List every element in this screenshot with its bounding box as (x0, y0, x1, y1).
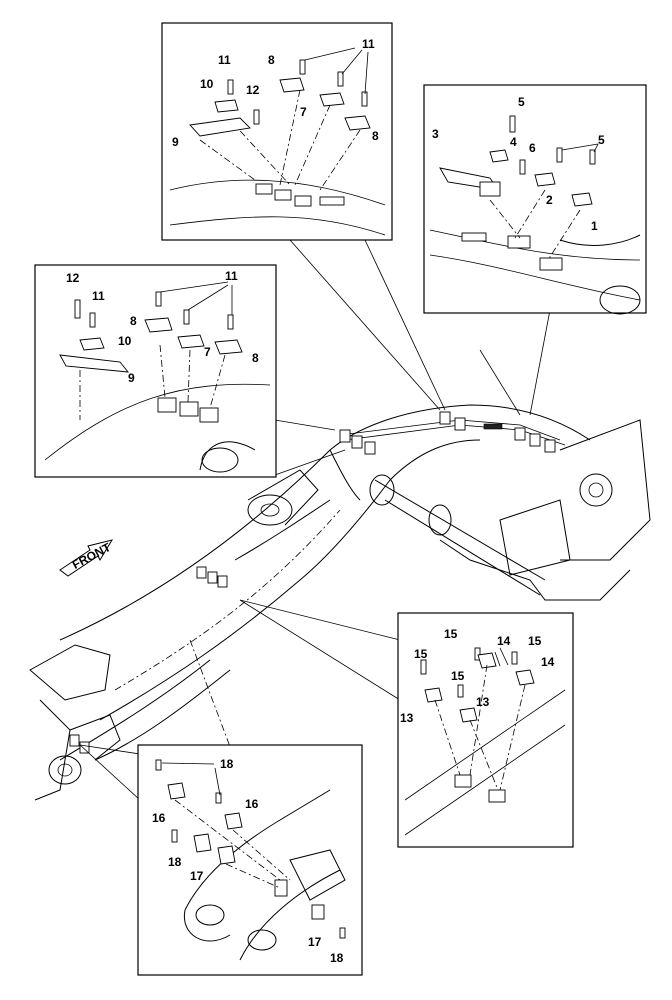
callout-top-8a: 8 (268, 53, 275, 67)
callout-mid-14b: 14 (541, 655, 555, 669)
callout-left-11b: 11 (225, 269, 238, 283)
callout-left-12: 12 (66, 271, 80, 285)
callout-top-8b: 8 (372, 129, 379, 143)
callout-top-10: 10 (200, 77, 214, 91)
detail-box-left: 12 11 11 8 10 7 9 8 (34, 264, 277, 478)
callout-mid-13b: 13 (400, 711, 414, 725)
callout-right-2: 2 (546, 193, 553, 207)
callout-right-3: 3 (432, 127, 439, 141)
callout-left-8a: 8 (130, 314, 137, 328)
callout-mid-15c: 15 (414, 647, 428, 661)
callout-top-9: 9 (172, 135, 179, 149)
callout-bottom-17b: 17 (308, 935, 322, 949)
callout-top-7: 7 (300, 105, 307, 119)
callout-left-9: 9 (128, 371, 135, 385)
callout-bottom-17a: 17 (190, 869, 204, 883)
callout-left-7: 7 (204, 345, 211, 359)
front-arrow: FRONT (59, 539, 114, 577)
callout-top-11a: 11 (362, 37, 375, 51)
detail-box-bottom: 18 16 16 18 17 17 18 (137, 744, 363, 976)
callout-right-4: 4 (510, 135, 517, 149)
callout-top-12: 12 (246, 83, 260, 97)
callout-bottom-18a: 18 (220, 757, 234, 771)
callout-right-5b: 5 (598, 133, 605, 147)
clamp-set-boom-mid (339, 411, 556, 455)
callout-mid-15b: 15 (528, 634, 542, 648)
callout-mid-15d: 15 (451, 669, 465, 683)
callout-left-10: 10 (118, 334, 132, 348)
callout-mid-13a: 13 (476, 695, 490, 709)
callout-mid-15a: 15 (444, 627, 458, 641)
main-machine-drawing (29, 404, 651, 801)
callout-left-8b: 8 (252, 351, 259, 365)
clamp-set-boom-lower (69, 566, 228, 754)
callout-right-1: 1 (591, 219, 598, 233)
detail-box-right: 5 3 4 6 5 2 1 (423, 84, 647, 315)
callout-mid-14a: 14 (497, 634, 511, 648)
detail-box-top: 11 8 11 10 12 7 9 8 (161, 22, 393, 241)
callout-bottom-18c: 18 (330, 951, 344, 965)
callout-bottom-18b: 18 (168, 855, 182, 869)
callout-bottom-16b: 16 (152, 811, 166, 825)
detail-box-mid: 15 14 15 15 14 15 13 13 (397, 612, 574, 848)
callout-right-6: 6 (529, 141, 536, 155)
callout-left-11a: 11 (92, 289, 105, 303)
callout-top-11b: 11 (218, 53, 231, 67)
callout-right-5a: 5 (518, 95, 525, 109)
callout-bottom-16a: 16 (245, 797, 259, 811)
